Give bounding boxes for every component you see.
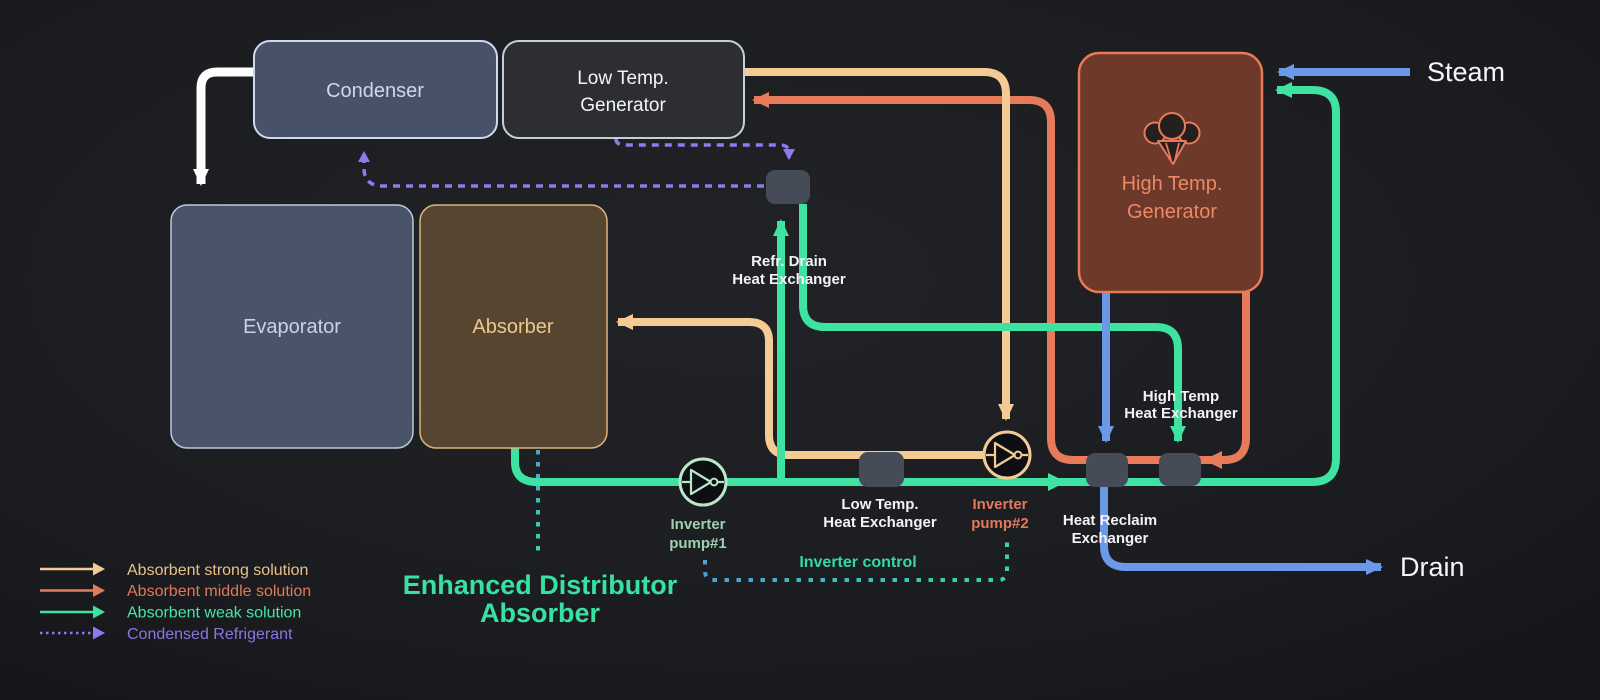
pump-symbol (986, 441, 1028, 469)
weak-solution-flow-arrow (1048, 473, 1066, 491)
pipe-drain-out (1100, 487, 1383, 575)
legend-label-strong: Absorbent strong solution (127, 562, 308, 579)
high-temp-generator-box: High Temp. Generator (1077, 51, 1264, 294)
low-temp-heat-exchanger-block (859, 452, 904, 487)
steam-label: Steam (1427, 57, 1505, 87)
legend-label-weak: Absorbent weak solution (127, 605, 301, 622)
pipe-strong-solution-to-pump2 (744, 68, 1014, 421)
legend: Absorbent strong solution Absorbent midd… (40, 562, 311, 643)
evaporator-label: Evaporator (243, 316, 341, 338)
high-temp-generator-label-1: High Temp. (1122, 173, 1223, 195)
pipe-middle-solution (752, 92, 1250, 464)
condenser-label: Condenser (326, 80, 424, 102)
high-temp-heat-exchanger-block (1159, 453, 1201, 486)
low-temp-generator-label-1: Low Temp. (577, 68, 669, 89)
inverter-control-line (703, 537, 1009, 582)
high-temp-hx-label-2: Heat Exchanger (1124, 405, 1238, 422)
absorber-box: Absorber (419, 204, 608, 449)
pipe-refrigerant-to-condenser (358, 151, 764, 188)
inverter-pump2 (982, 430, 1032, 480)
refr-drain-hx-label-1: Refr. Drain (751, 253, 827, 270)
heat-reclaim-exchanger-block (1086, 453, 1128, 487)
pump2-label-2: pump#2 (971, 515, 1029, 532)
pipe-weak-solution-main (511, 82, 1340, 486)
evaporator-box: Evaporator (170, 204, 414, 449)
inverter-control-label: Inverter control (799, 554, 916, 571)
refr-drain-heat-exchanger-block (766, 170, 810, 204)
low-temp-generator-box: Low Temp. Generator (502, 40, 745, 139)
low-temp-generator-label-2: Generator (580, 95, 666, 116)
absorber-label: Absorber (472, 316, 553, 338)
pump-symbol (682, 468, 724, 496)
middle-solution-flow-arrow (1204, 451, 1222, 469)
pipe-condenser-to-evaporator (193, 67, 254, 186)
low-temp-hx-label-2: Heat Exchanger (823, 514, 937, 531)
high-temp-hx-label-1: High Temp (1143, 388, 1219, 405)
low-temp-hx-label-1: Low Temp. (841, 496, 918, 513)
heat-reclaim-label-2: Exchanger (1072, 530, 1149, 547)
pump1-label-1: Inverter (670, 516, 725, 533)
legend-label-refrigerant: Condensed Refrigerant (127, 626, 293, 643)
heat-reclaim-label-1: Heat Reclaim (1063, 512, 1157, 529)
pump2-label-1: Inverter (972, 496, 1027, 513)
drain-label: Drain (1400, 552, 1465, 582)
annotation-label-2: Absorber (480, 598, 601, 628)
condenser-box: Condenser (253, 40, 498, 139)
high-temp-generator-label-2: Generator (1127, 201, 1217, 223)
legend-label-middle: Absorbent middle solution (127, 583, 311, 600)
steam-plume-icon (1143, 112, 1201, 165)
inverter-pump1 (678, 457, 728, 507)
refr-drain-hx-label-2: Heat Exchanger (732, 271, 846, 288)
pipe-weak-solution-to-high-temp-hx (799, 204, 1186, 443)
pump1-label-2: pump#1 (669, 535, 727, 552)
pipe-refrigerant-ltg-to-refr-drain (614, 138, 795, 160)
annotation-label-1: Enhanced Distributor (403, 570, 678, 600)
